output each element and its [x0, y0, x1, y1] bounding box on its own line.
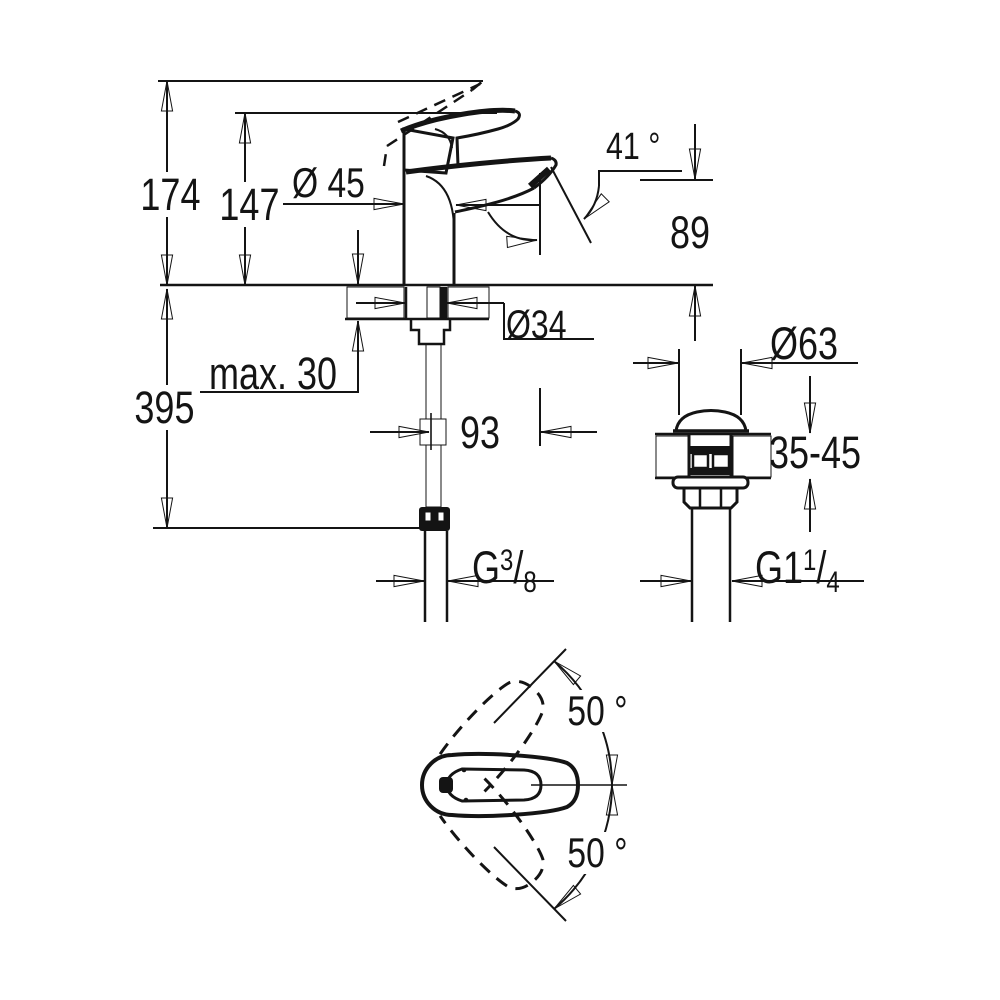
dim-waste-thread: G11/4 — [755, 542, 840, 599]
dim-overall-height: 174 — [138, 172, 203, 217]
countertop-section — [160, 283, 713, 321]
dim-waste-cap-diameter: Ø63 — [770, 318, 839, 369]
dim-supply-thread: G3/8 — [472, 542, 537, 599]
waste-locknut — [682, 486, 739, 510]
dim-body-diameter: Ø 45 — [292, 159, 365, 206]
dim-max-deck: max. 30 — [209, 348, 338, 399]
waste-cap-dome — [674, 409, 748, 432]
pop-up-waste-view — [655, 349, 772, 622]
dim-hole-diameter: Ø34 — [506, 303, 567, 347]
hose-end-fitting — [419, 507, 450, 531]
handle-swing-up-dashed — [438, 679, 545, 793]
faucet-front-view — [382, 80, 558, 285]
handle-top-view — [420, 648, 627, 922]
supply-hose — [409, 286, 452, 622]
dim-swing-up: 50 ° — [565, 690, 630, 732]
dim-hose-length: 395 — [132, 385, 197, 430]
dim-spout-angle: 41 ° — [606, 126, 661, 168]
dim-swing-down: 50 ° — [565, 832, 630, 874]
dim-spout-top-height: 147 — [217, 182, 282, 227]
dim-spout-reach: 93 — [460, 407, 501, 458]
dim-outlet-height: 89 — [670, 207, 711, 258]
handle-marker — [439, 777, 453, 793]
dim-waste-deck-range: 35-45 — [769, 427, 862, 478]
raised-handle-dashed-outline — [382, 80, 484, 167]
waste-flange — [671, 475, 750, 490]
handle-swing-down-dashed — [438, 777, 545, 891]
